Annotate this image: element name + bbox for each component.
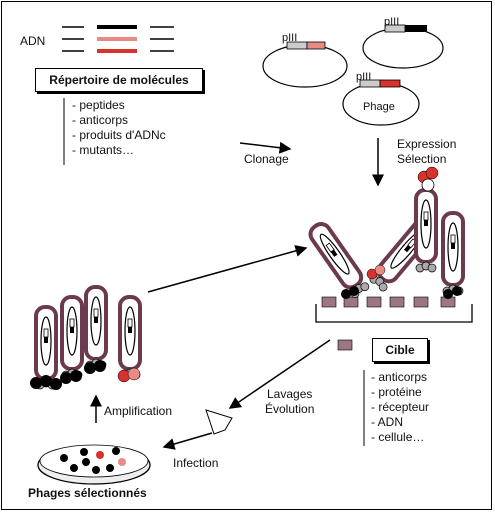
arrows <box>90 138 384 450</box>
repertoire-title: Répertoire de molécules <box>49 73 189 87</box>
list-item: anticorps <box>371 370 429 385</box>
cible-title: Cible <box>385 343 415 357</box>
repertoire-list: peptides anticorps produits d'ADNc mutan… <box>72 98 166 158</box>
phages-selectionnes-label: Phages sélectionnés <box>28 486 147 500</box>
plasmids <box>262 24 444 126</box>
plasmid-label-3: pIII <box>356 71 372 83</box>
repertoire-box: Répertoire de molécules <box>35 68 203 92</box>
infection-label: Infection <box>173 456 219 470</box>
selected-phages <box>30 285 142 391</box>
clonage-label: Clonage <box>244 152 289 166</box>
lavages-label: Lavages <box>267 387 313 401</box>
tube <box>205 409 233 435</box>
target-plate <box>315 296 473 351</box>
petri-dish <box>37 444 151 485</box>
list-item: anticorps <box>72 113 166 128</box>
list-item: récepteur <box>371 400 429 415</box>
list-item: mutants… <box>72 143 166 158</box>
adn-label: ADN <box>20 34 46 48</box>
list-item: cellule… <box>371 430 429 445</box>
plasmid-label-2: pIII <box>384 16 400 28</box>
cible-list: anticorps protéine récepteur ADN cellule… <box>371 370 429 445</box>
selection-label: Sélection <box>397 152 447 166</box>
amplification-label: Amplification <box>104 404 173 418</box>
phage-plasmid-label: Phage <box>363 101 395 113</box>
bound-phages <box>305 166 465 302</box>
evolution-label: Évolution <box>265 402 315 416</box>
list-item: produits d'ADNc <box>72 128 165 143</box>
expression-label: Expression <box>397 137 457 151</box>
dna-lines <box>62 25 174 53</box>
list-item: protéine <box>371 385 429 400</box>
plasmid-label-1: pIII <box>282 32 298 44</box>
list-item: peptides <box>72 98 166 113</box>
list-item: ADN <box>371 415 429 430</box>
cible-box: Cible <box>372 338 428 362</box>
